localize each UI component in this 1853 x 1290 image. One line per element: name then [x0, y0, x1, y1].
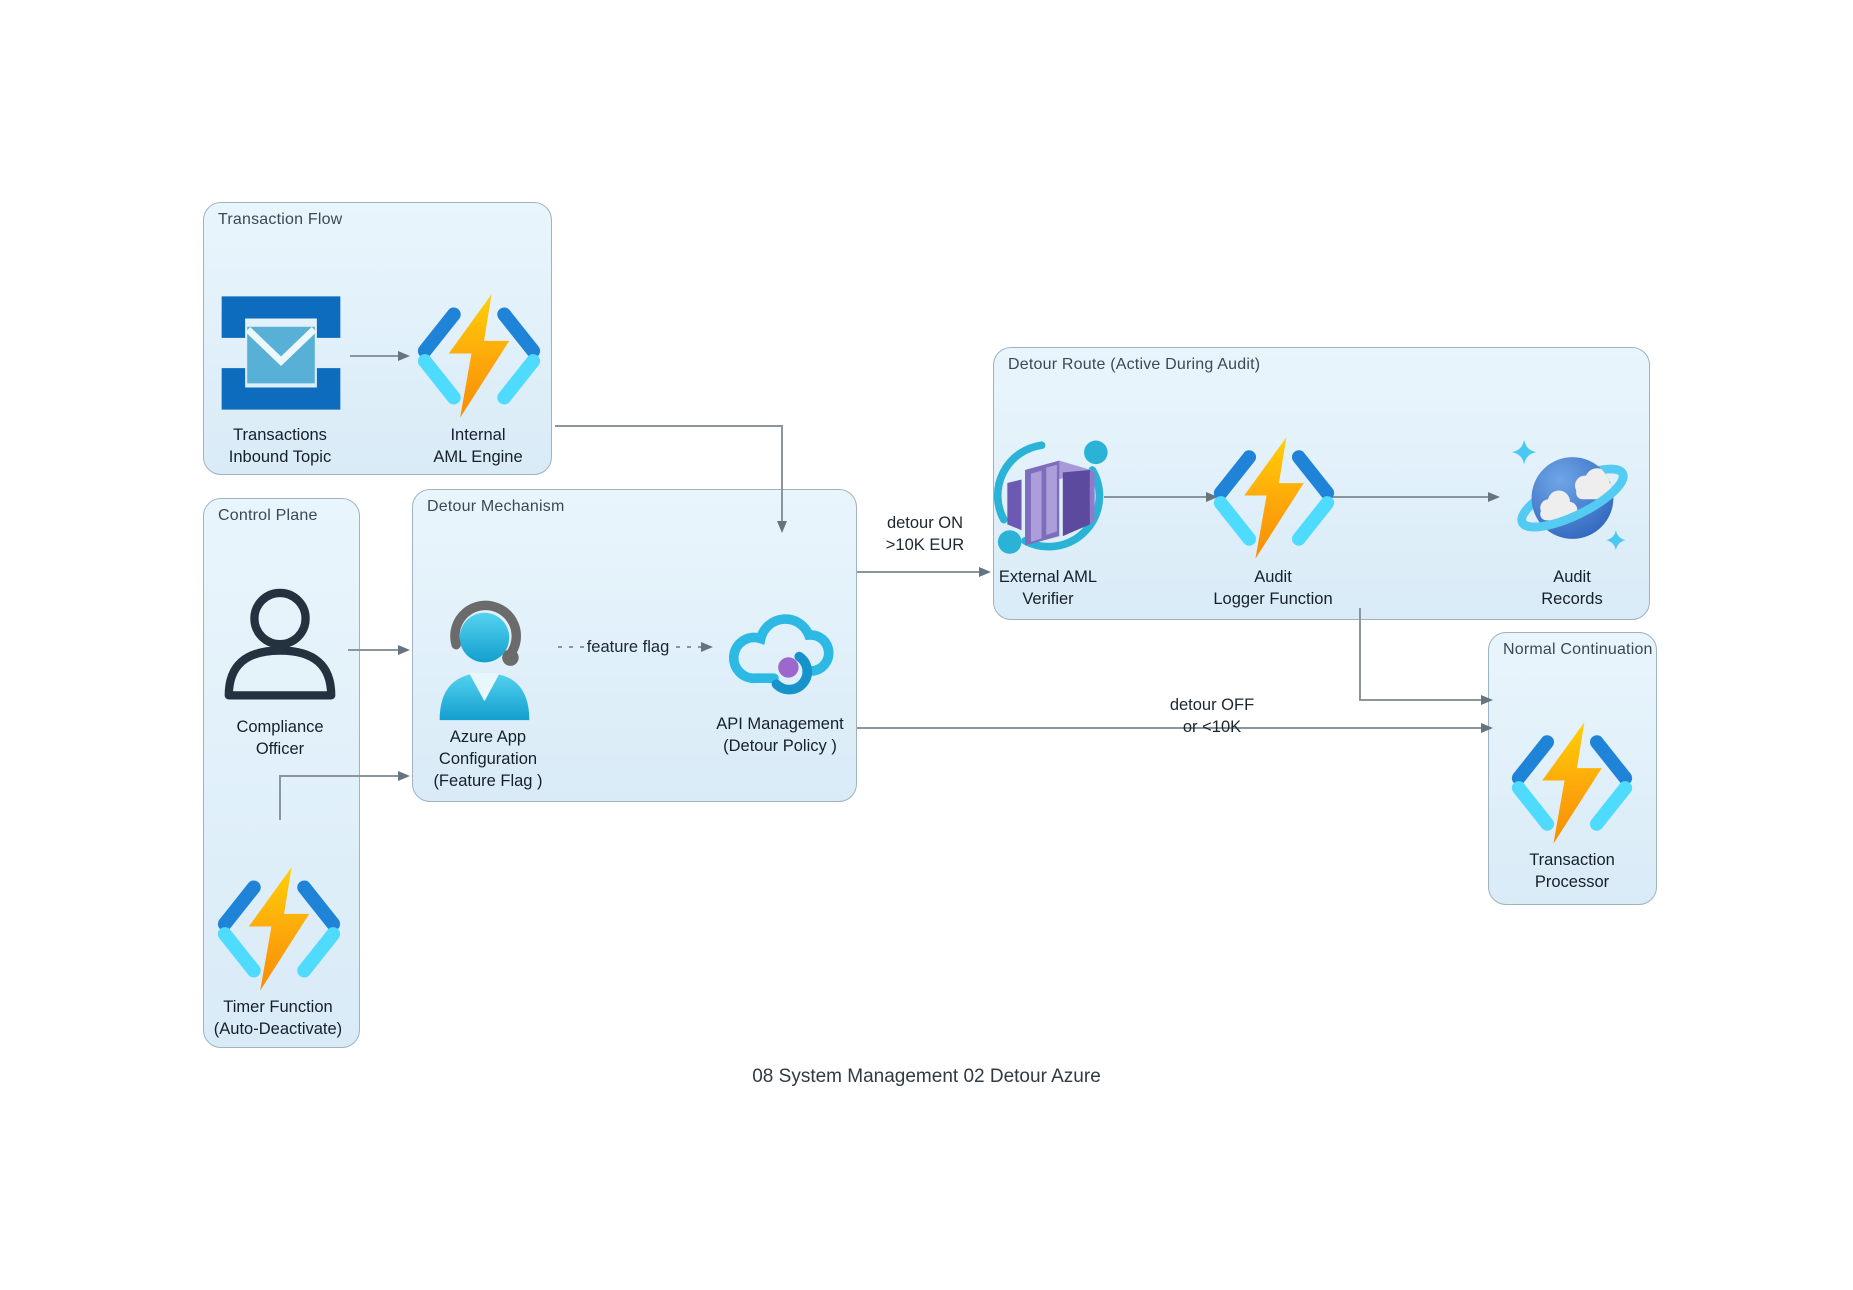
- support-agent-icon-app-configuration: [429, 589, 547, 731]
- label-line: Logger Function: [1213, 590, 1333, 608]
- label-line: Configuration: [438, 750, 538, 768]
- azure-functions-icon-audit-logger: [1211, 436, 1337, 560]
- label-line: detour OFF: [1169, 696, 1255, 714]
- label-line: or <10K: [1182, 718, 1242, 736]
- label-line: feature flag: [586, 638, 670, 656]
- container-instances-icon-external-aml: [992, 437, 1110, 555]
- label-line: (Feature Flag ): [433, 772, 543, 790]
- label-line: AML Engine: [433, 448, 523, 466]
- edge-aml-engine-to-apim: [555, 425, 787, 533]
- label-line: detour ON: [886, 514, 964, 532]
- label-line: Internal: [450, 426, 506, 444]
- label-line: Audit: [1553, 568, 1591, 586]
- edge-label-detour-on: detour ON >10K EUR: [850, 512, 1000, 556]
- cosmos-db-planet-icon-audit-records: [1506, 436, 1634, 560]
- person-outline-icon-compliance-officer: [216, 584, 344, 712]
- azure-functions-icon-internal-aml: [415, 293, 543, 419]
- group-title-normal-continuation: Normal Continuation: [1503, 641, 1653, 658]
- label-line: Records: [1541, 590, 1603, 608]
- label-line: Officer: [255, 740, 305, 758]
- api-management-cloud-icon: [717, 587, 843, 707]
- label-line: Transaction: [1529, 851, 1615, 869]
- label-line: External AML: [998, 568, 1098, 586]
- diagram-title: 08 System Management 02 Detour Azure: [752, 1066, 1101, 1087]
- label-line: (Auto-Deactivate): [213, 1020, 343, 1038]
- edge-logger-to-processor: [1359, 608, 1493, 705]
- node-label-app-configuration: Azure App Configuration (Feature Flag ): [388, 726, 588, 792]
- label-line: Processor: [1534, 873, 1610, 891]
- azure-functions-icon-timer: [215, 866, 343, 992]
- edge-timer-to-detour-mechanism: [279, 771, 410, 820]
- node-label-inbound-topic: Transactions Inbound Topic: [180, 424, 380, 468]
- group-title-transaction-flow: Transaction Flow: [218, 211, 343, 228]
- node-label-compliance-officer: Compliance Officer: [180, 716, 380, 760]
- service-bus-topic-icon: [210, 284, 352, 422]
- node-label-audit-records: Audit Records: [1472, 566, 1672, 610]
- edge-label-feature-flag: feature flag: [563, 636, 693, 658]
- label-line: (Detour Policy ): [723, 737, 837, 755]
- label-line: Compliance: [236, 718, 324, 736]
- node-label-transaction-processor: Transaction Processor: [1472, 849, 1672, 893]
- label-line: Audit: [1254, 568, 1292, 586]
- node-label-audit-logger: Audit Logger Function: [1173, 566, 1373, 610]
- label-line: Verifier: [1022, 590, 1074, 608]
- label-line: Inbound Topic: [228, 448, 332, 466]
- label-line: Timer Function: [223, 998, 333, 1016]
- label-line: API Management: [716, 715, 844, 733]
- node-label-api-management: API Management (Detour Policy ): [680, 713, 880, 757]
- group-title-detour-route: Detour Route (Active During Audit): [1008, 356, 1261, 373]
- group-title-control-plane: Control Plane: [218, 507, 318, 524]
- node-label-internal-aml: Internal AML Engine: [378, 424, 578, 468]
- node-label-external-aml: External AML Verifier: [948, 566, 1148, 610]
- edge-label-detour-off: detour OFF or <10K: [1137, 694, 1287, 738]
- group-title-detour-mechanism: Detour Mechanism: [427, 498, 565, 515]
- azure-functions-icon-transaction-processor: [1506, 721, 1638, 845]
- node-label-timer-function: Timer Function (Auto-Deactivate): [178, 996, 378, 1040]
- label-line: >10K EUR: [885, 536, 965, 554]
- label-line: Azure App: [449, 728, 527, 746]
- label-line: Transactions: [233, 426, 327, 444]
